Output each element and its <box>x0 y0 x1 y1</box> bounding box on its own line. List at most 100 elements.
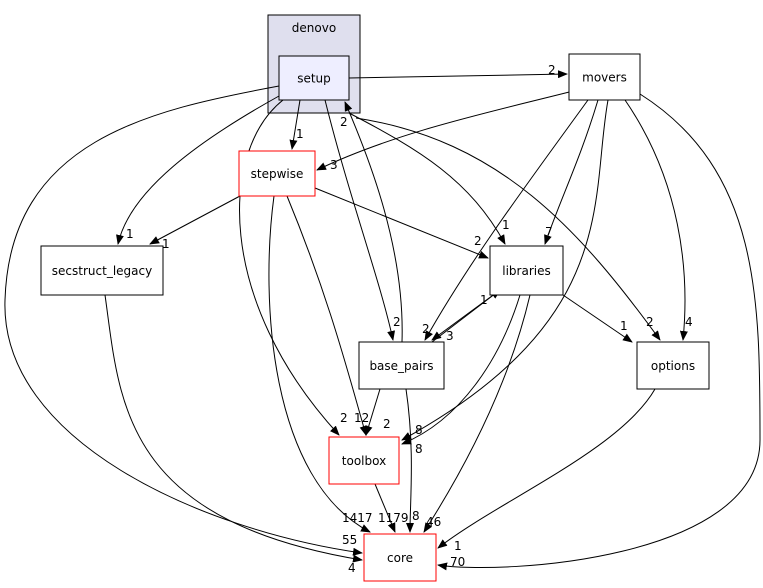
edge-setup-to-stepwise[interactable]: 1 <box>289 99 304 150</box>
edge-count-label[interactable]: 12 <box>354 411 369 425</box>
edge-count-label[interactable]: 70 <box>450 555 465 569</box>
edge-count-label[interactable]: 8 <box>415 423 423 437</box>
edge-setup-to-toolbox[interactable]: 2 <box>239 99 348 436</box>
edge-line <box>355 117 661 341</box>
edge-line <box>104 294 363 563</box>
edge-base_pairs-to-setup[interactable]: 2 <box>340 101 403 343</box>
edge-count-label[interactable]: 1417 <box>342 511 373 525</box>
edge-base_pairs-to-toolbox[interactable]: 2 <box>364 388 391 436</box>
edge-setup-to-options[interactable]: 2 <box>355 117 661 341</box>
edge-line <box>424 99 589 341</box>
edge-count-label[interactable]: 7 <box>545 225 553 239</box>
node-options[interactable]: options <box>636 341 710 390</box>
node-setup[interactable]: setup <box>278 55 350 101</box>
edge-line <box>401 99 609 441</box>
edge-movers-to-libraries[interactable]: 7 <box>544 99 599 245</box>
edge-line <box>437 93 761 571</box>
node-toolbox[interactable]: toolbox <box>328 436 400 485</box>
node-label: core <box>387 551 413 565</box>
edge-line <box>348 112 506 245</box>
edge-count-label[interactable]: 8 <box>412 509 420 523</box>
node-movers[interactable]: movers <box>568 53 641 101</box>
edge-line <box>348 70 568 79</box>
edge-libraries-to-options[interactable]: 1 <box>562 294 633 343</box>
edge-line <box>324 99 396 341</box>
edge-line <box>289 99 301 150</box>
edge-count-label[interactable]: 2 <box>422 322 430 336</box>
edge-setup-to-base_pairs[interactable]: 2 <box>324 99 401 341</box>
edge-count-label[interactable]: 46 <box>426 515 441 529</box>
node-label: secstruct_legacy <box>52 264 152 278</box>
edge-setup-to-core[interactable]: 55 <box>4 85 363 556</box>
edge-line <box>239 99 340 436</box>
edge-movers-to-stepwise[interactable]: 3 <box>316 87 586 172</box>
edge-count-label[interactable]: 3 <box>330 158 338 172</box>
node-label: movers <box>582 71 627 85</box>
node-stepwise[interactable]: stepwise <box>238 150 316 197</box>
edge-count-label[interactable]: 4 <box>685 315 693 329</box>
edge-line <box>431 289 501 343</box>
edge-toolbox-to-core[interactable]: 1179 <box>374 483 409 533</box>
edge-line <box>562 294 633 343</box>
edge-count-label[interactable]: 1 <box>296 127 304 141</box>
edge-count-label[interactable]: 2 <box>474 234 482 248</box>
edge-count-label[interactable]: 1 <box>502 218 510 232</box>
edge-stepwise-to-toolbox[interactable]: 12 <box>286 195 369 436</box>
edge-line <box>423 294 531 533</box>
edge-count-label[interactable]: 3 <box>446 329 454 343</box>
node-base-pairs[interactable]: base_pairs <box>358 341 445 390</box>
edge-line <box>149 195 241 245</box>
node-label: toolbox <box>342 454 386 468</box>
edge-line <box>316 87 586 171</box>
node-libraries[interactable]: libraries <box>489 245 564 296</box>
edge-line <box>544 99 599 245</box>
node-label: libraries <box>502 264 550 278</box>
edge-count-label[interactable]: 2 <box>340 411 348 425</box>
edge-count-label[interactable]: 2 <box>340 115 348 129</box>
edge-setup-to-secstruct_legacy[interactable]: 1 <box>116 95 280 245</box>
edge-line <box>4 85 363 556</box>
edge-count-label[interactable]: 8 <box>415 442 423 456</box>
node-core[interactable]: core <box>363 533 437 582</box>
edge-line <box>344 101 403 343</box>
edge-secstruct_legacy-to-core[interactable]: 4 <box>104 294 363 575</box>
edge-count-label[interactable]: 2 <box>548 63 556 77</box>
edge-count-label[interactable]: 1 <box>162 237 170 251</box>
edge-movers-to-core[interactable]: 70 <box>437 93 761 571</box>
edge-count-label[interactable]: 2 <box>646 315 654 329</box>
node-secstruct-legacy[interactable]: secstruct_legacy <box>40 245 164 296</box>
edge-count-label[interactable]: 1 <box>480 293 488 307</box>
edge-base_pairs-to-libraries[interactable]: 1 <box>431 289 501 343</box>
edge-stepwise-to-libraries[interactable]: 2 <box>314 187 489 259</box>
node-label: options <box>651 359 695 373</box>
node-label: stepwise <box>251 167 304 181</box>
edge-count-label[interactable]: 1179 <box>378 511 409 525</box>
edge-base_pairs-to-core[interactable]: 8 <box>405 388 420 533</box>
edge-count-label[interactable]: 4 <box>348 561 356 575</box>
edge-count-label[interactable]: 1 <box>454 539 462 553</box>
edge-setup-to-libraries[interactable]: 1 <box>348 112 510 245</box>
edge-options-to-core[interactable]: 1 <box>437 388 656 553</box>
edge-movers-to-options[interactable]: 4 <box>624 99 693 341</box>
edge-movers-to-toolbox[interactable]: 8 <box>401 99 609 441</box>
edge-libraries-to-toolbox[interactable]: 8 <box>401 294 521 456</box>
edge-count-label[interactable]: 2 <box>393 315 401 329</box>
edge-setup-to-movers[interactable]: 2 <box>348 63 568 79</box>
edge-line <box>437 388 656 549</box>
edge-line <box>624 99 688 341</box>
edge-stepwise-to-secstruct_legacy[interactable]: 1 <box>149 195 241 251</box>
edge-line <box>374 483 396 533</box>
edge-line <box>314 187 489 259</box>
cluster-label: denovo <box>292 21 336 35</box>
edge-movers-to-base_pairs[interactable]: 2 <box>422 99 589 341</box>
edge-count-label[interactable]: 1 <box>126 227 134 241</box>
edge-line <box>401 294 521 445</box>
edge-count-label[interactable]: 2 <box>383 417 391 431</box>
edge-line <box>364 388 381 436</box>
edge-count-label[interactable]: 55 <box>342 533 357 547</box>
edge-count-label[interactable]: 1 <box>620 319 628 333</box>
edge-stepwise-to-core[interactable]: 1417 <box>268 195 373 533</box>
edge-line <box>405 388 415 533</box>
edge-libraries-to-core[interactable]: 46 <box>423 294 531 533</box>
